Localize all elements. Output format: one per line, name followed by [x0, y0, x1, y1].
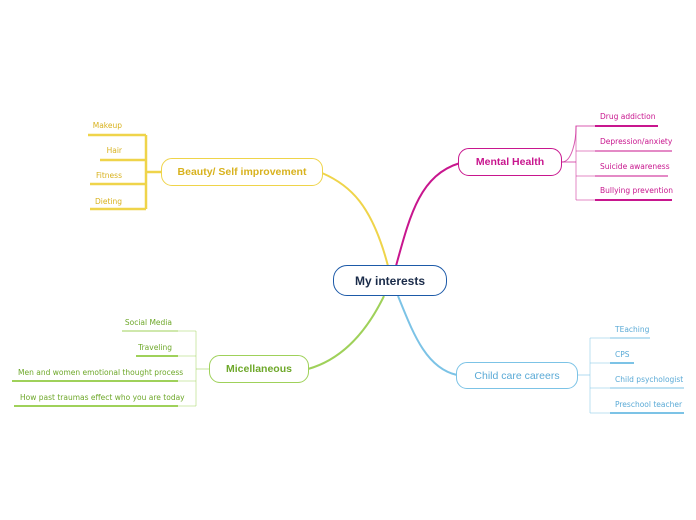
connector-child-care — [397, 295, 458, 376]
subtopic-traveling[interactable]: Traveling — [138, 343, 172, 352]
topic-beauty-self-improvement[interactable]: Beauty/ Self improvement — [161, 158, 323, 186]
subtopic-makeup[interactable]: Makeup — [92, 121, 122, 130]
subtopic-hair[interactable]: Hair — [106, 146, 122, 155]
misc-leaf-lines — [12, 330, 210, 407]
topic-micellaneous[interactable]: Micellaneous — [209, 355, 309, 383]
beauty-leaf-lines — [88, 133, 162, 211]
connector-mental-health — [395, 162, 461, 267]
subtopic-dieting[interactable]: Dieting — [94, 197, 122, 206]
connector-beauty — [321, 172, 389, 267]
child-care-leaf-lines — [578, 337, 684, 414]
subtopic-depression-anxiety[interactable]: Depression/anxiety — [600, 137, 673, 146]
subtopic-fitness[interactable]: Fitness — [96, 171, 122, 180]
subtopic-preschool-teacher[interactable]: Preschool teacher — [615, 400, 683, 409]
topic-child-care-careers[interactable]: Child care careers — [456, 362, 578, 389]
subtopic-child-psychologist[interactable]: Child psychologist — [615, 375, 684, 384]
subtopic-suicide-awareness[interactable]: Suicide awareness — [600, 162, 670, 171]
topic-mental-health[interactable]: Mental Health — [458, 148, 562, 176]
subtopic-emotional-thought-process[interactable]: Men and women emotional thought process — [18, 368, 184, 377]
subtopic-teaching[interactable]: TEaching — [615, 325, 650, 334]
connector-misc — [307, 295, 385, 370]
subtopic-bullying-prevention[interactable]: Bullying prevention — [600, 186, 673, 195]
subtopic-past-traumas[interactable]: How past traumas effect who you are toda… — [20, 393, 185, 402]
central-topic[interactable]: My interests — [333, 265, 447, 296]
subtopic-cps[interactable]: CPS — [615, 350, 630, 359]
subtopic-social-media[interactable]: Social Media — [124, 318, 172, 327]
subtopic-drug-addiction[interactable]: Drug addiction — [600, 112, 656, 121]
mental-health-leaf-lines — [561, 125, 672, 201]
